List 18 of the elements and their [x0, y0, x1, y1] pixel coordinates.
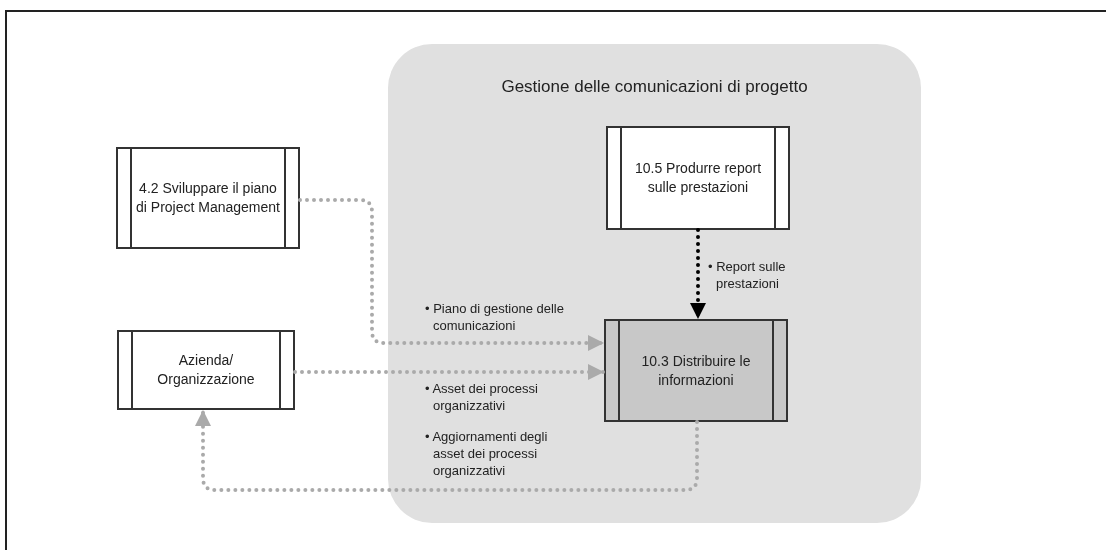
process-label: 4.2 Sviluppare il piano di Project Management — [136, 179, 280, 217]
dotted-arrow — [293, 364, 606, 380]
group-title: Gestione delle comunicazioni di progetto — [500, 76, 809, 98]
process-box — [604, 319, 788, 422]
edge-label: • Asset dei processi organizzativi — [425, 380, 539, 414]
process-label: 10.5 Produrre report sulle prestazioni — [633, 159, 763, 197]
edge-label: • Aggiornamenti degli asset dei processi organizzativi — [425, 428, 549, 479]
process-label: 10.3 Distribuire le informazioni — [640, 351, 752, 390]
process-group-panel — [388, 44, 921, 523]
edge-label: • Piano di gestione delle comunicazioni — [425, 300, 565, 334]
process-box — [606, 126, 790, 230]
edge-label: • Report sulle prestazioni — [708, 258, 787, 292]
dotted-arrow — [298, 198, 606, 351]
dotted-arrow — [690, 228, 706, 321]
dotted-arrow — [195, 408, 699, 492]
process-box — [117, 330, 295, 410]
process-box — [116, 147, 300, 249]
process-label: Azienda/ Organizzazione — [156, 351, 256, 389]
